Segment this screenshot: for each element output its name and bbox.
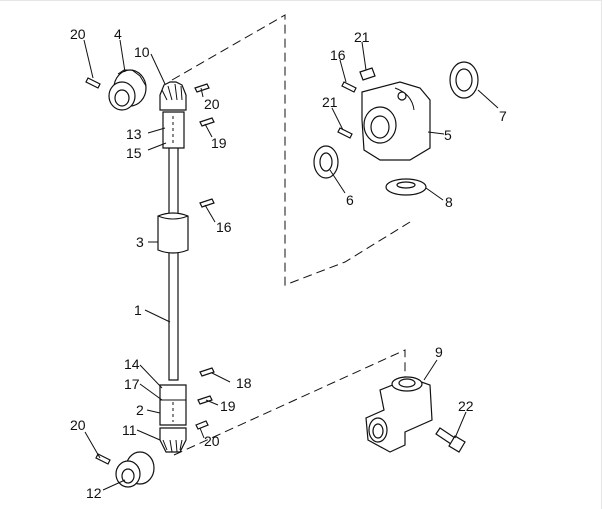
lower-bevel-gear: [159, 427, 187, 453]
shaft: [168, 134, 179, 381]
coupling-sleeve: [157, 212, 189, 254]
callout-18: 18: [236, 375, 252, 391]
assembly-guide-lines: [171, 14, 411, 456]
lower-left-gear: [115, 451, 155, 488]
washer-8: [385, 178, 427, 196]
callout-19: 19: [220, 398, 236, 414]
callout-7: 7: [499, 108, 507, 124]
leader-lines: [83, 39, 499, 491]
upper-bevel-gear: [159, 81, 187, 111]
callout-22: 22: [458, 398, 474, 414]
callout-6: 6: [346, 192, 354, 208]
callout-13: 13: [126, 126, 142, 142]
callout-9: 9: [435, 344, 443, 360]
callout-21: 21: [322, 94, 338, 110]
gear-housing: [361, 81, 431, 161]
callout-20: 20: [204, 96, 220, 112]
callout-5: 5: [444, 127, 452, 143]
callout-16: 16: [330, 47, 346, 63]
callout-14: 14: [124, 356, 140, 372]
callout-10: 10: [134, 44, 150, 60]
upper-left-gear: [108, 69, 147, 111]
callout-12: 12: [86, 485, 102, 501]
callout-3: 3: [136, 234, 144, 250]
callout-labels: 20 4 10 20 13 15 19 16 3 1 14 17 18 2 19…: [70, 26, 507, 501]
callout-20: 20: [204, 433, 220, 449]
callout-15: 15: [126, 145, 142, 161]
lower-housing: [365, 376, 433, 453]
seal-ring-7: [449, 61, 479, 99]
callout-21: 21: [354, 29, 370, 45]
callout-4: 4: [114, 26, 122, 42]
callout-2: 2: [136, 402, 144, 418]
lower-collar: [159, 384, 187, 426]
bolt-22: [435, 427, 466, 453]
upper-collar: [162, 111, 185, 149]
callout-16: 16: [216, 219, 232, 235]
seal-ring-6: [313, 145, 339, 179]
callout-20: 20: [70, 417, 86, 433]
callout-11: 11: [122, 422, 137, 438]
callout-17: 17: [124, 376, 140, 392]
callout-8: 8: [445, 194, 453, 210]
callout-19: 19: [211, 135, 227, 151]
callout-1: 1: [134, 302, 142, 318]
callout-20: 20: [70, 26, 86, 42]
